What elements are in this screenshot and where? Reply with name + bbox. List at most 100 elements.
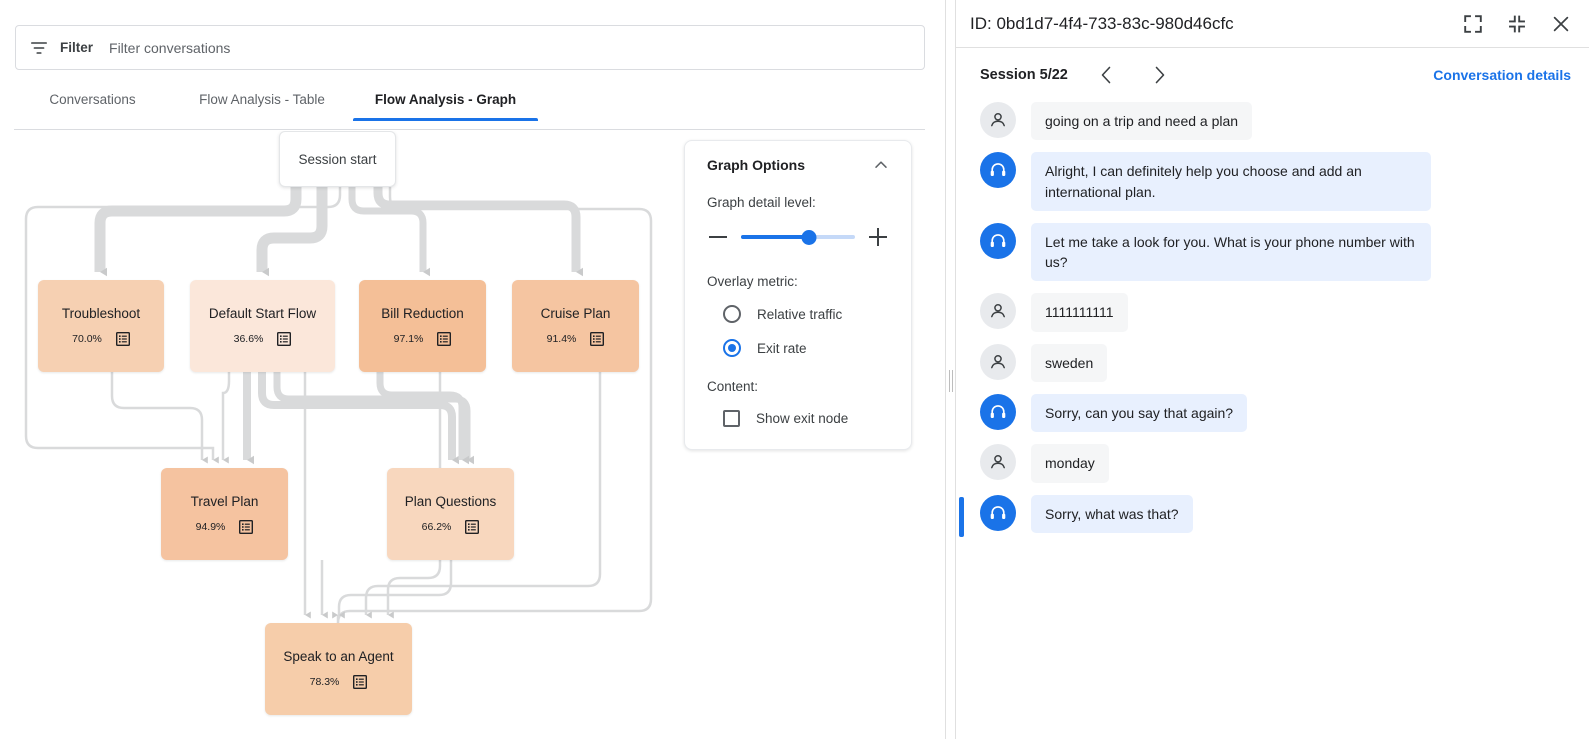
headset-icon xyxy=(990,505,1006,519)
list-icon[interactable] xyxy=(239,520,254,535)
radio-relative-traffic[interactable]: Relative traffic xyxy=(707,305,889,323)
list-icon[interactable] xyxy=(437,332,452,347)
node-label: Troubleshoot xyxy=(61,305,141,321)
graph-node-session-start[interactable]: Session start xyxy=(279,131,396,187)
graph-node-cruise-plan[interactable]: Cruise Plan 91.4% xyxy=(512,280,639,372)
list-icon[interactable] xyxy=(465,520,480,535)
conversation-details-link[interactable]: Conversation details xyxy=(1433,67,1571,83)
graph-options-header: Graph Options xyxy=(707,157,889,173)
person-icon xyxy=(991,455,1005,469)
avatar xyxy=(980,494,1016,531)
list-icon[interactable] xyxy=(590,332,605,347)
node-label: Default Start Flow xyxy=(208,305,317,321)
splitter-grip[interactable] xyxy=(949,370,954,392)
message-item: Let me take a look for you. What is your… xyxy=(980,222,1571,282)
content-label: Content: xyxy=(707,379,759,394)
tab-flow-analysis-graph[interactable]: Flow Analysis - Graph xyxy=(353,88,538,121)
chevron-up-icon[interactable] xyxy=(873,157,889,173)
node-meta: 66.2% xyxy=(421,520,480,535)
conversation-pane: ID: 0bd1d7-4f4-733-83c-980d46cfc xyxy=(956,0,1589,739)
list-icon[interactable] xyxy=(277,332,292,347)
radio-indicator[interactable] xyxy=(723,305,741,323)
message-bubble: monday xyxy=(1031,444,1109,483)
list-icon[interactable] xyxy=(115,332,130,347)
collapse-icon[interactable] xyxy=(1507,14,1527,34)
avatar xyxy=(980,444,1016,481)
node-meta: 94.9% xyxy=(195,520,254,535)
expand-icon[interactable] xyxy=(1463,14,1483,34)
chevron-right-icon[interactable] xyxy=(1146,62,1172,88)
avatar xyxy=(980,222,1016,259)
message-highlight-indicator xyxy=(959,496,964,537)
node-meta: 70.0% xyxy=(72,332,130,347)
node-label: Travel Plan xyxy=(190,493,259,509)
node-exit-rate: 78.3% xyxy=(309,676,340,689)
detail-level-label: Graph detail level: xyxy=(707,195,816,210)
node-label: Cruise Plan xyxy=(540,305,611,321)
conversation-header: ID: 0bd1d7-4f4-733-83c-980d46cfc xyxy=(956,0,1589,48)
checkbox-indicator[interactable] xyxy=(723,410,740,427)
session-counter: Session 5/22 xyxy=(980,67,1068,83)
graph-node-bill-reduction[interactable]: Bill Reduction 97.1% xyxy=(359,280,486,372)
node-label: Plan Questions xyxy=(404,493,497,509)
message-bubble: Sorry, can you say that again? xyxy=(1031,394,1248,433)
message-bubble: Sorry, what was that? xyxy=(1031,494,1193,533)
person-icon xyxy=(991,304,1005,318)
graph-node-speak-to-an-agent[interactable]: Speak to an Agent 78.3% xyxy=(265,623,412,715)
radio-exit-rate[interactable]: Exit rate xyxy=(707,339,889,357)
detail-level-control xyxy=(707,226,889,248)
list-icon[interactable] xyxy=(353,675,368,690)
message-bubble: 1111111111 xyxy=(1031,293,1128,332)
graph-options-panel: Graph Options Graph detail level: Overla… xyxy=(684,140,912,450)
node-meta: 91.4% xyxy=(547,332,605,347)
graph-node-troubleshoot[interactable]: Troubleshoot 70.0% xyxy=(38,280,164,372)
graph-node-travel-plan[interactable]: Travel Plan 94.9% xyxy=(161,468,288,560)
message-item: monday xyxy=(980,444,1571,483)
checkbox-show-exit-node[interactable]: Show exit node xyxy=(707,410,889,427)
tab-conversations[interactable]: Conversations xyxy=(49,92,136,107)
graph-node-plan-questions[interactable]: Plan Questions 66.2% xyxy=(387,468,514,560)
close-icon[interactable] xyxy=(1551,14,1571,34)
plus-icon[interactable] xyxy=(867,226,889,248)
radio-label: Exit rate xyxy=(757,340,807,356)
filter-input[interactable]: Filter conversations xyxy=(109,39,231,56)
person-icon xyxy=(991,112,1005,127)
flow-graph-canvas[interactable]: Session start Troubleshoot 70.0% xyxy=(0,131,945,739)
radio-label: Relative traffic xyxy=(757,306,843,322)
node-meta: 78.3% xyxy=(309,675,368,690)
window-controls xyxy=(1463,14,1571,34)
avatar xyxy=(980,152,1016,189)
slider-thumb[interactable] xyxy=(801,229,817,245)
conversation-id: ID: 0bd1d7-4f4-733-83c-980d46cfc xyxy=(970,13,1234,33)
radio-indicator[interactable] xyxy=(723,339,741,357)
avatar xyxy=(980,102,1016,138)
message-bubble: Alright, I can definitely help you choos… xyxy=(1031,152,1431,211)
panel-splitter[interactable] xyxy=(945,0,956,739)
graph-node-default-start-flow[interactable]: Default Start Flow 36.6% xyxy=(190,280,335,372)
checkbox-label: Show exit node xyxy=(756,411,849,426)
filter-bar[interactable]: Filter Filter conversations xyxy=(15,25,925,70)
node-exit-rate: 66.2% xyxy=(421,521,452,534)
node-exit-rate: 97.1% xyxy=(393,333,424,346)
tab-bar: Conversations Flow Analysis - Table Flow… xyxy=(14,88,925,130)
avatar xyxy=(980,343,1016,380)
node-exit-rate: 94.9% xyxy=(195,521,226,534)
headset-icon xyxy=(990,163,1006,177)
tab-flow-analysis-table[interactable]: Flow Analysis - Table xyxy=(199,92,325,107)
node-meta: 97.1% xyxy=(393,332,452,347)
message-list: going on a trip and need a plan Alright,… xyxy=(956,102,1589,537)
slider-fill xyxy=(741,235,810,239)
session-navigation: Session 5/22 Conversation details xyxy=(956,48,1589,102)
detail-level-slider[interactable] xyxy=(741,229,855,245)
message-item-highlighted: Sorry, what was that? xyxy=(959,494,1571,537)
message-bubble: going on a trip and need a plan xyxy=(1031,102,1253,141)
flow-analysis-pane: Filter Filter conversations Conversation… xyxy=(0,25,945,739)
minus-icon[interactable] xyxy=(707,226,729,248)
message-item: going on a trip and need a plan xyxy=(980,102,1571,141)
avatar xyxy=(980,394,1016,431)
message-bubble: sweden xyxy=(1031,343,1108,383)
filter-icon xyxy=(31,41,47,54)
chevron-left-icon[interactable] xyxy=(1094,62,1120,88)
node-label: Bill Reduction xyxy=(381,305,464,321)
